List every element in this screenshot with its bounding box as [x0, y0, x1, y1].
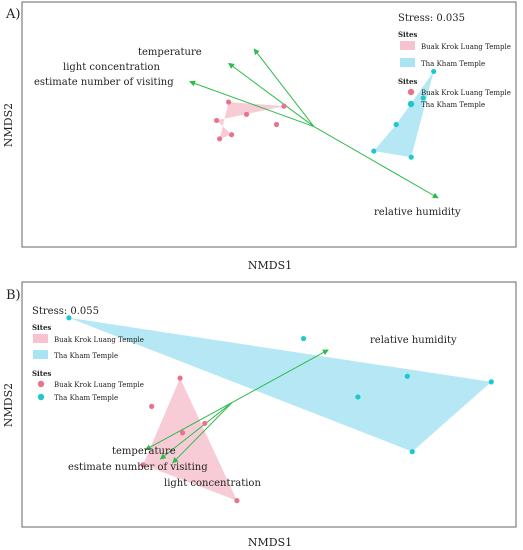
vector-label-temperature: temperature [112, 446, 176, 457]
point-buak-krok-luang-temple-3 [202, 420, 208, 426]
legend-point-label-tha: Tha Kham Temple [54, 394, 118, 402]
panel-b: B) NMDS1 NMDS2 temperature estimate numb… [2, 281, 517, 549]
panel-a-label: A) [5, 7, 20, 22]
point-tha-kham-temple-3 [355, 394, 361, 400]
legend-fill-label-tha: Tha Kham Temple [421, 60, 485, 68]
legend-point-label-tha: Tha Kham Temple [421, 101, 485, 109]
vector-label-estimate-number-of-visiting: estimate number of visiting [34, 77, 174, 88]
panel-b-label: B) [6, 288, 21, 303]
panel-a: A) NMDS1 NMDS2 temperature light concent… [2, 1, 517, 272]
hull-tha-kham-temple [373, 71, 434, 158]
legend-fill-label-buak: Buak Krok Luang Temple [421, 43, 511, 51]
point-buak-krok-luang-temple-4 [140, 462, 146, 468]
vector-light-concentration [159, 402, 233, 460]
panel-b-hulls [68, 317, 492, 501]
panel-a-points [214, 68, 437, 160]
legend-fill-label-tha: Tha Kham Temple [54, 352, 118, 360]
stress-value: Stress: 0.035 [398, 13, 465, 24]
point-buak-krok-luang-temple-2 [243, 111, 250, 117]
panel-a-vectors [189, 48, 439, 199]
legend-point-title: Sites [398, 77, 417, 86]
vector-temperature [253, 48, 315, 127]
legend-fill-label-buak: Buak Krok Luang Temple [54, 336, 144, 344]
point-tha-kham-temple-4 [488, 379, 494, 385]
panel-a-xlabel: NMDS1 [248, 259, 292, 272]
vector-label-temperature: temperature [138, 47, 202, 58]
hull-buak-krok-luang-temple [143, 378, 237, 501]
legend-point-tha [37, 393, 45, 401]
panel-a-vector-labels: temperature light concentration estimate… [34, 47, 461, 218]
point-buak-krok-luang-temple-6 [228, 132, 235, 138]
legend-point-label-buak: Buak Krok Luang Temple [54, 381, 144, 389]
panel-b-legend: Stress: 0.055 Sites Buak Krok Luang Temp… [32, 306, 144, 402]
legend-point-title: Sites [32, 369, 51, 378]
panel-a-hulls [216, 71, 434, 158]
hull-tha-kham-temple [68, 317, 492, 452]
panel-b-frame [21, 281, 517, 528]
vector-temperature [144, 402, 233, 451]
point-tha-kham-temple-5 [409, 449, 415, 455]
vector-label-estimate-number-of-visiting: estimate number of visiting [68, 462, 208, 473]
vector-label-relative-humidity: relative humidity [370, 335, 457, 346]
panel-b-vectors [144, 349, 329, 464]
panel-a-legend: Stress: 0.035 Sites Buak Krok Luang Temp… [398, 13, 511, 109]
point-buak-krok-luang-temple-4 [281, 103, 287, 109]
legend-fill-swatch-buak [400, 41, 415, 50]
vector-light-concentration [228, 62, 315, 127]
vector-relative-humidity [313, 126, 439, 199]
panel-b-points [66, 315, 494, 504]
legend-point-buak [407, 88, 415, 96]
hull-buak-krok-luang-temple [216, 102, 284, 139]
point-tha-kham-temple-2 [393, 121, 399, 128]
point-tha-kham-temple-0 [431, 68, 437, 75]
point-buak-krok-luang-temple-3 [273, 121, 280, 128]
point-buak-krok-luang-temple-5 [217, 136, 223, 142]
vector-label-light-concentration: light concentration [63, 62, 160, 73]
vector-relative-humidity [231, 349, 329, 404]
point-tha-kham-temple-3 [371, 148, 377, 154]
panel-b-ylabel: NMDS2 [2, 383, 15, 427]
legend-fill-swatch-buak [33, 334, 48, 343]
legend-point-label-buak: Buak Krok Luang Temple [421, 89, 511, 97]
legend-point-tha [407, 100, 415, 108]
panel-a-frame [21, 1, 517, 248]
point-tha-kham-temple-1 [300, 335, 307, 342]
panel-a-ylabel: NMDS2 [2, 103, 15, 147]
legend-fill-title: Sites [32, 323, 51, 332]
point-buak-krok-luang-temple-2 [179, 430, 186, 436]
legend-fill-title: Sites [398, 30, 417, 39]
legend-fill-swatch-tha [33, 350, 48, 359]
point-buak-krok-luang-temple-0 [214, 117, 220, 124]
point-buak-krok-luang-temple-1 [225, 99, 232, 105]
panel-b-vector-labels: temperature estimate number of visiting … [68, 335, 457, 489]
stress-value: Stress: 0.055 [32, 306, 99, 317]
point-tha-kham-temple-4 [408, 154, 414, 160]
point-buak-krok-luang-temple-5 [234, 498, 240, 504]
point-tha-kham-temple-1 [420, 95, 426, 101]
panel-b-xlabel: NMDS1 [248, 536, 292, 549]
vector-estimate-number-of-visiting [172, 402, 233, 464]
vector-label-relative-humidity: relative humidity [374, 207, 461, 218]
vector-estimate-number-of-visiting [189, 80, 315, 128]
legend-fill-swatch-tha [400, 58, 415, 67]
point-tha-kham-temple-2 [404, 373, 410, 379]
vector-label-light-concentration: light concentration [164, 478, 261, 489]
point-tha-kham-temple-0 [66, 315, 72, 321]
point-buak-krok-luang-temple-1 [149, 403, 155, 409]
point-buak-krok-luang-temple-0 [177, 375, 183, 381]
legend-point-buak [37, 380, 45, 388]
